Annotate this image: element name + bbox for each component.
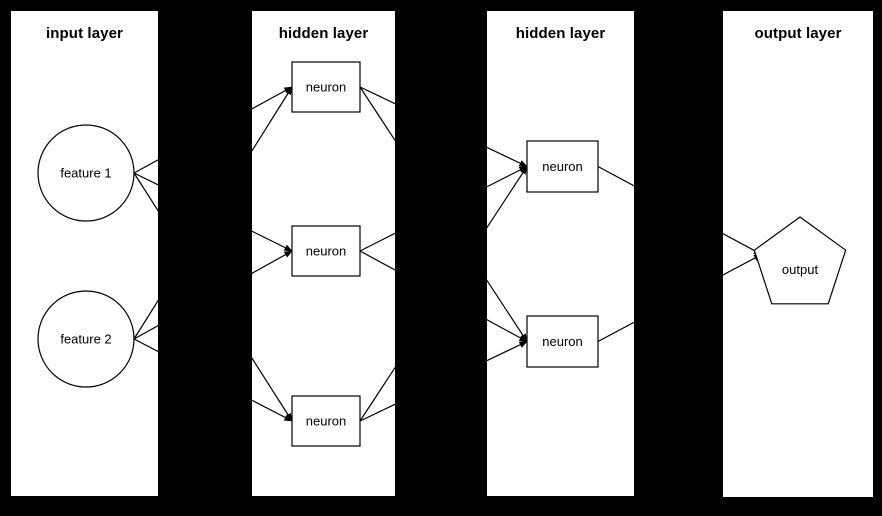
edge-hidden2-neuron-1-to-output-node bbox=[723, 233, 763, 255]
node-label-output-node: output bbox=[782, 262, 819, 277]
edge-hidden1-neuron-3-to-hidden2-neuron-1 bbox=[487, 165, 528, 229]
edge-group bbox=[487, 146, 634, 362]
edge-feature-2-to-hidden1-neuron-3 bbox=[252, 399, 293, 422]
edge-group bbox=[133, 159, 158, 353]
edge-hidden1-neuron-2-to-hidden2-neuron-2 bbox=[487, 319, 528, 343]
node-hidden1-neuron-3[interactable]: neuron bbox=[291, 395, 361, 447]
node-label-feature-2: feature 2 bbox=[60, 332, 111, 347]
edge-feature-1-to-hidden1-neuron-1 bbox=[252, 86, 293, 110]
edge-feature-2-to-hidden1-neuron-1 bbox=[133, 299, 158, 340]
layer-panel-hidden-layer-2: hidden layer neuron neuron bbox=[487, 11, 634, 496]
edge-hidden2-neuron-2-to-output-node bbox=[597, 321, 634, 343]
node-label-hidden2-neuron-2: neuron bbox=[542, 334, 582, 349]
edge-feature-1-to-hidden1-neuron-2 bbox=[252, 230, 293, 252]
edge-feature-2-to-hidden1-neuron-2 bbox=[252, 250, 293, 274]
layer-graphics-output-layer: output bbox=[723, 216, 847, 305]
node-output-node[interactable]: output bbox=[753, 216, 847, 305]
edge-feature-1-to-hidden1-neuron-3 bbox=[252, 357, 293, 422]
edge-feature-2-to-hidden1-neuron-3 bbox=[133, 338, 158, 353]
edge-hidden1-neuron-1-to-hidden2-neuron-2 bbox=[359, 86, 395, 142]
node-shape-rect bbox=[526, 140, 599, 193]
edge-hidden2-neuron-1-to-output-node bbox=[597, 165, 634, 187]
layer-title-output-layer: output layer bbox=[754, 25, 842, 42]
edge-hidden1-neuron-2-to-hidden2-neuron-1 bbox=[359, 232, 395, 252]
node-shape-rect bbox=[526, 315, 599, 368]
edge-hidden1-neuron-1-to-hidden2-neuron-2 bbox=[487, 279, 528, 343]
node-hidden1-neuron-2[interactable]: neuron bbox=[291, 225, 361, 277]
layer-graphics-hidden-layer-1: neuron neuron neuron bbox=[252, 61, 395, 447]
node-hidden2-neuron-2[interactable]: neuron bbox=[526, 315, 599, 368]
node-shape-rect bbox=[291, 395, 361, 447]
edge-feature-1-to-hidden1-neuron-2 bbox=[133, 172, 158, 186]
layer-panel-output-layer: output layer output bbox=[723, 11, 873, 497]
edge-hidden1-neuron-2-to-hidden2-neuron-2 bbox=[359, 250, 395, 271]
edge-hidden1-neuron-2-to-hidden2-neuron-1 bbox=[487, 165, 528, 188]
edge-feature-2-to-hidden1-neuron-1 bbox=[252, 86, 293, 152]
edge-hidden1-neuron-3-to-hidden2-neuron-2 bbox=[359, 403, 395, 422]
edge-hidden1-neuron-3-to-hidden2-neuron-1 bbox=[359, 366, 395, 422]
edge-hidden1-neuron-1-to-hidden2-neuron-1 bbox=[487, 146, 528, 168]
node-label-hidden2-neuron-1: neuron bbox=[542, 159, 582, 174]
layer-title-hidden-layer-1: hidden layer bbox=[278, 25, 369, 42]
edge-hidden1-neuron-1-to-hidden2-neuron-1 bbox=[359, 86, 395, 105]
layer-panel-input-layer: input layer feature 1 feature 2 bbox=[11, 11, 158, 496]
node-label-hidden1-neuron-3: neuron bbox=[306, 414, 346, 429]
layer-graphics-hidden-layer-2: neuron neuron bbox=[487, 140, 634, 368]
node-label-hidden1-neuron-2: neuron bbox=[306, 244, 346, 259]
node-feature-1[interactable]: feature 1 bbox=[37, 124, 135, 222]
edge-hidden1-neuron-3-to-hidden2-neuron-2 bbox=[487, 340, 528, 362]
node-label-feature-1: feature 1 bbox=[60, 166, 111, 181]
edge-feature-1-to-hidden1-neuron-3 bbox=[133, 172, 158, 212]
node-shape-rect bbox=[291, 225, 361, 277]
layer-panel-hidden-layer-1: hidden layer neuron neuron neuron bbox=[252, 11, 395, 496]
edge-hidden2-neuron-2-to-output-node bbox=[723, 253, 763, 276]
node-feature-2[interactable]: feature 2 bbox=[37, 290, 135, 388]
node-shape-circle bbox=[37, 124, 135, 222]
node-hidden2-neuron-1[interactable]: neuron bbox=[526, 140, 599, 193]
node-hidden1-neuron-1[interactable]: neuron bbox=[291, 61, 361, 113]
node-shape-circle bbox=[37, 290, 135, 388]
edge-feature-2-to-hidden1-neuron-2 bbox=[133, 324, 158, 340]
node-label-hidden1-neuron-1: neuron bbox=[306, 80, 346, 95]
layer-title-hidden-layer-2: hidden layer bbox=[515, 25, 606, 42]
node-shape-pentagon bbox=[753, 216, 847, 305]
layer-graphics-input-layer: feature 1 feature 2 bbox=[37, 124, 158, 388]
node-shape-rect bbox=[291, 61, 361, 113]
edge-group bbox=[723, 233, 763, 276]
edge-feature-1-to-hidden1-neuron-1 bbox=[133, 159, 158, 174]
layer-title-input-layer: input layer bbox=[46, 25, 123, 42]
edge-group bbox=[252, 86, 395, 422]
